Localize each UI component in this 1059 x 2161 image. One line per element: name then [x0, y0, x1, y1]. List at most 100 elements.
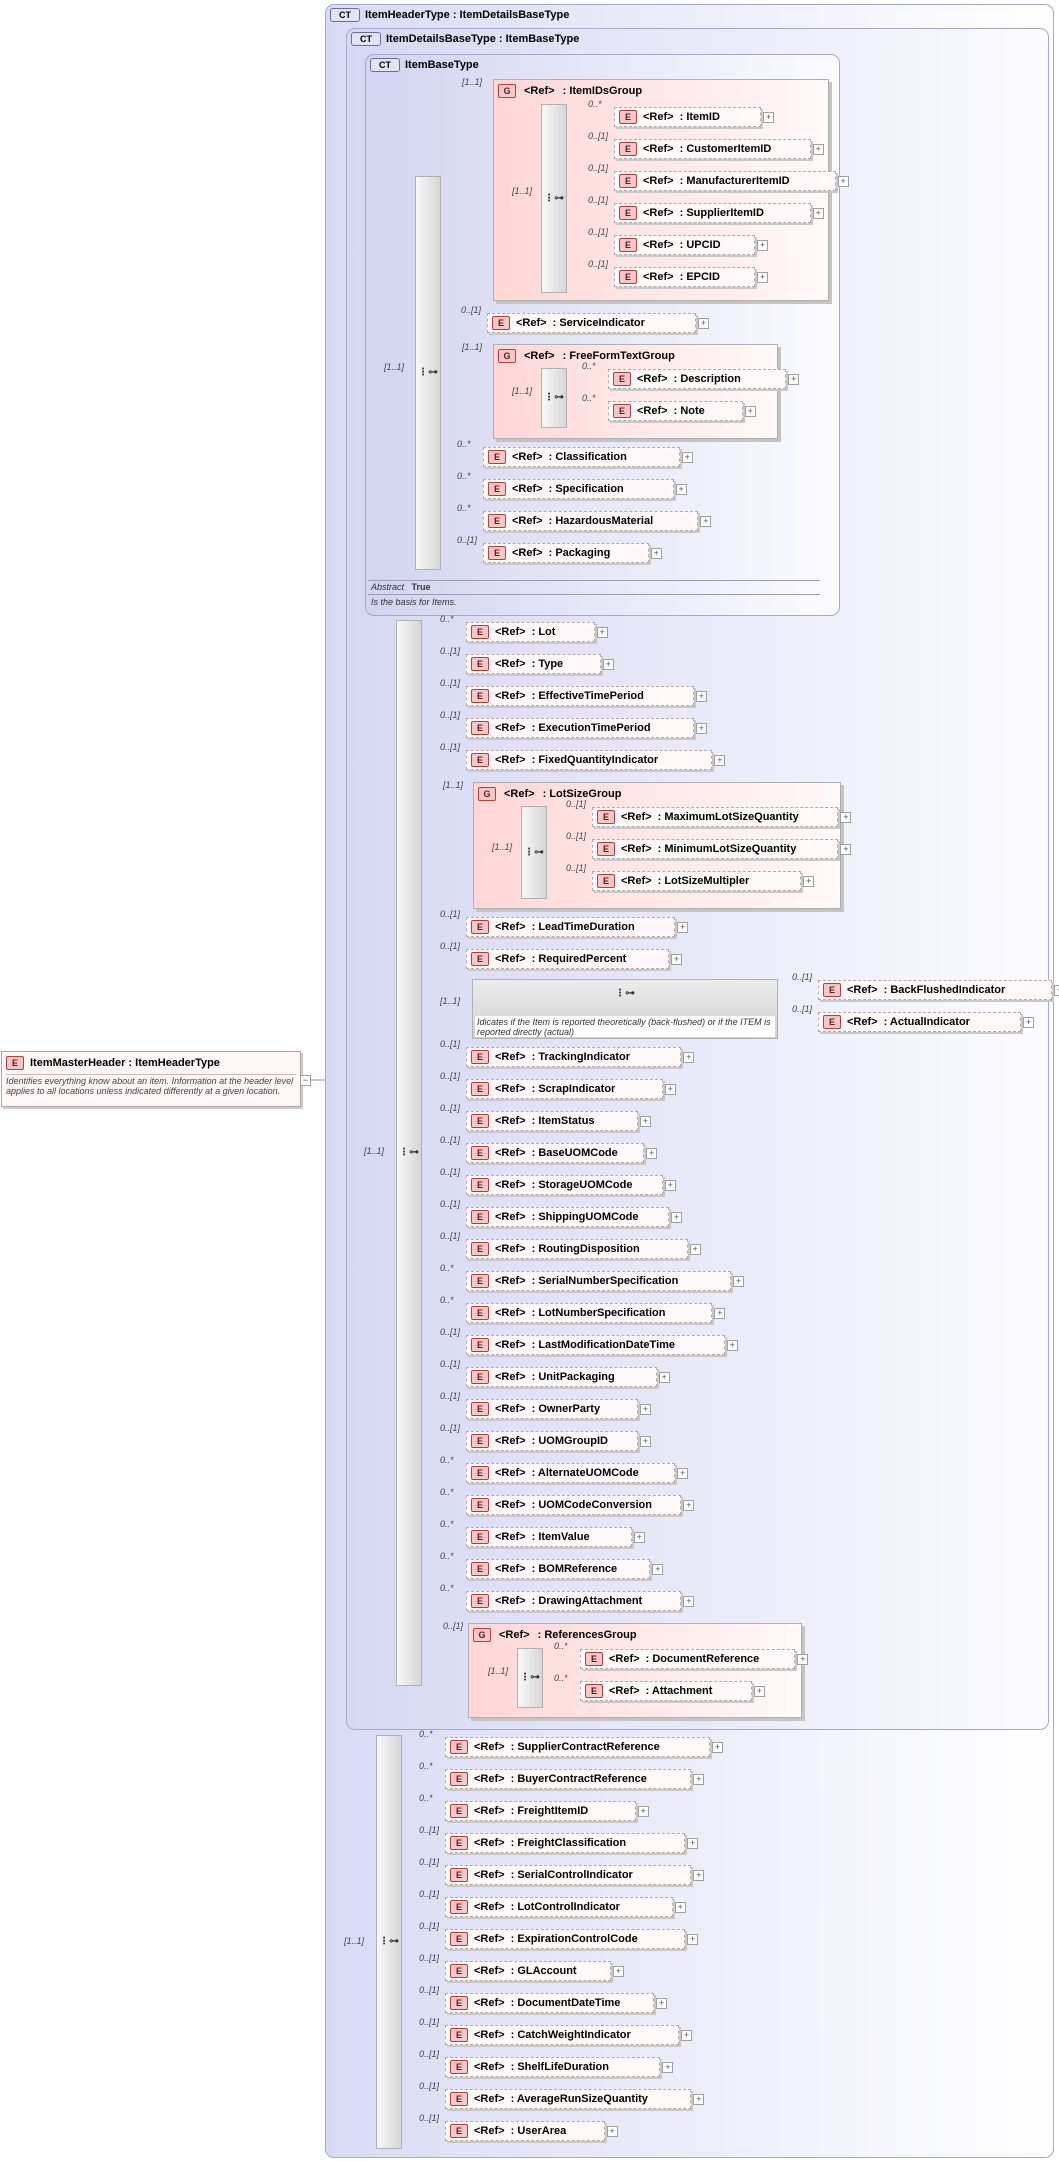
expand-toggle[interactable]: +: [681, 2030, 692, 2041]
expand-toggle[interactable]: +: [714, 755, 726, 766]
expand-toggle[interactable]: +: [812, 208, 824, 219]
element-shelf-life-duration[interactable]: E<Ref>: ShelfLifeDuration: [445, 2057, 661, 2077]
element-lot[interactable]: E<Ref>: Lot: [466, 622, 595, 642]
element-supplier-contract-reference[interactable]: E<Ref>: SupplierContractReference: [445, 1737, 710, 1757]
expand-toggle[interactable]: +: [700, 516, 712, 527]
element-shipping-uomcode[interactable]: E<Ref>: ShippingUOMCode: [466, 1207, 669, 1227]
expand-toggle[interactable]: +: [695, 723, 707, 734]
expand-toggle[interactable]: +: [662, 2062, 674, 2073]
element-lead-time-duration[interactable]: E<Ref>: LeadTimeDuration: [466, 917, 676, 937]
expand-toggle[interactable]: +: [683, 1052, 695, 1063]
element-lot-number-specification[interactable]: E<Ref>: LotNumberSpecification: [466, 1303, 713, 1323]
element-freight-classification[interactable]: E<Ref>: FreightClassification: [445, 1833, 686, 1853]
group-header[interactable]: G<Ref>: ItemIDsGroup: [498, 84, 642, 98]
expand-toggle[interactable]: +: [683, 1596, 695, 1607]
element-epcid[interactable]: E<Ref>: EPCID: [614, 267, 755, 287]
expand-toggle[interactable]: +: [1023, 1017, 1034, 1028]
group-header[interactable]: G<Ref>: FreeFormTextGroup: [498, 349, 675, 363]
expand-toggle[interactable]: +: [812, 144, 824, 155]
expand-toggle[interactable]: −: [300, 1075, 311, 1086]
expand-toggle[interactable]: +: [640, 1404, 651, 1415]
expand-toggle[interactable]: +: [671, 1212, 682, 1223]
element-lot-control-indicator[interactable]: E<Ref>: LotControlIndicator: [445, 1897, 673, 1917]
group-header[interactable]: G<Ref>: LotSizeGroup: [478, 787, 621, 801]
sequence-free-form-text[interactable]: ⋮⊶: [541, 368, 567, 428]
expand-toggle[interactable]: +: [674, 1902, 686, 1913]
expand-toggle[interactable]: +: [689, 1244, 701, 1255]
sequence-references[interactable]: ⋮⊶: [517, 1648, 543, 1708]
element-glaccount[interactable]: E<Ref>: GLAccount: [445, 1961, 611, 1981]
expand-toggle[interactable]: +: [675, 484, 687, 495]
element-item-id[interactable]: E<Ref>: ItemID: [614, 107, 762, 127]
element-catch-weight-indicator[interactable]: E<Ref>: CatchWeightIndicator: [445, 2025, 679, 2045]
sequence-lot-size[interactable]: ⋮⊶: [521, 806, 547, 899]
element-average-run-size-quantity[interactable]: E<Ref>: AverageRunSizeQuantity: [445, 2089, 692, 2109]
element-effective-time-period[interactable]: E<Ref>: EffectiveTimePeriod: [466, 686, 694, 706]
element-drawing-attachment[interactable]: E<Ref>: DrawingAttachment: [466, 1591, 682, 1611]
expand-toggle[interactable]: +: [733, 1276, 744, 1287]
expand-toggle[interactable]: +: [650, 548, 662, 559]
element-freight-item-id[interactable]: E<Ref>: FreightItemID: [445, 1801, 636, 1821]
expand-toggle[interactable]: +: [596, 627, 608, 638]
element-scrap-indicator[interactable]: E<Ref>: ScrapIndicator: [466, 1079, 663, 1099]
expand-toggle[interactable]: +: [726, 1340, 738, 1351]
expand-toggle[interactable]: +: [658, 1372, 670, 1383]
expand-toggle[interactable]: +: [677, 1468, 689, 1479]
expand-toggle[interactable]: +: [693, 2094, 705, 2105]
element-alternate-uomcode[interactable]: E<Ref>: AlternateUOMCode: [466, 1463, 676, 1483]
element-uomcode-conversion[interactable]: E<Ref>: UOMCodeConversion: [466, 1495, 682, 1515]
expand-toggle[interactable]: +: [837, 176, 849, 187]
element-document-reference[interactable]: E<Ref>: DocumentReference: [580, 1649, 796, 1669]
element-classification[interactable]: E<Ref>: Classification: [483, 447, 680, 467]
expand-toggle[interactable]: +: [687, 1934, 699, 1945]
element-required-percent[interactable]: E<Ref>: RequiredPercent: [466, 949, 669, 969]
element-base-uomcode[interactable]: E<Ref>: BaseUOMCode: [466, 1143, 645, 1163]
element-minimum-lot-size-quantity[interactable]: E<Ref>: MinimumLotSizeQuantity: [592, 839, 839, 859]
expand-toggle[interactable]: +: [681, 452, 693, 463]
expand-toggle[interactable]: +: [612, 1966, 624, 1977]
expand-toggle[interactable]: +: [656, 1998, 668, 2009]
expand-toggle[interactable]: +: [840, 812, 852, 823]
expand-toggle[interactable]: +: [664, 1084, 676, 1095]
element-specification[interactable]: E<Ref>: Specification: [483, 479, 674, 499]
expand-toggle[interactable]: +: [640, 1436, 651, 1447]
element-execution-time-period[interactable]: E<Ref>: ExecutionTimePeriod: [466, 718, 694, 738]
element-item-status[interactable]: E<Ref>: ItemStatus: [466, 1111, 638, 1131]
element-serial-control-indicator[interactable]: E<Ref>: SerialControlIndicator: [445, 1865, 692, 1885]
element-bomreference[interactable]: E<Ref>: BOMReference: [466, 1559, 651, 1579]
element-buyer-contract-reference[interactable]: E<Ref>: BuyerContractReference: [445, 1769, 692, 1789]
element-customer-item-id[interactable]: E<Ref>: CustomerItemID: [614, 139, 811, 159]
element-maximum-lot-size-quantity[interactable]: E<Ref>: MaximumLotSizeQuantity: [592, 807, 839, 827]
expand-toggle[interactable]: +: [757, 240, 768, 251]
element-document-date-time[interactable]: E<Ref>: DocumentDateTime: [445, 1993, 655, 2013]
element-back-flushed-indicator[interactable]: E<Ref>: BackFlushedIndicator: [818, 980, 1052, 1000]
element-service-indicator[interactable]: E<Ref>: ServiceIndicator: [487, 313, 697, 333]
element-attachment[interactable]: E<Ref>: Attachment: [580, 1681, 752, 1701]
element-description[interactable]: E<Ref>: Description: [608, 369, 787, 389]
expand-toggle[interactable]: +: [698, 318, 710, 329]
expand-toggle[interactable]: +: [754, 1686, 765, 1697]
expand-toggle[interactable]: +: [671, 954, 682, 965]
element-type[interactable]: E<Ref>: Type: [466, 654, 601, 674]
expand-toggle[interactable]: +: [637, 1806, 649, 1817]
expand-toggle[interactable]: +: [763, 112, 775, 123]
expand-toggle[interactable]: +: [683, 1500, 695, 1511]
root-element[interactable]: E ItemMasterHeader : ItemHeaderType Iden…: [1, 1051, 301, 1107]
sequence-item-header[interactable]: ⋮⊶: [376, 1735, 402, 2149]
expand-toggle[interactable]: +: [788, 374, 800, 385]
element-uomgroup-id[interactable]: E<Ref>: UOMGroupID: [466, 1431, 638, 1451]
element-unit-packaging[interactable]: E<Ref>: UnitPackaging: [466, 1367, 657, 1387]
element-fixed-quantity-indicator[interactable]: E<Ref>: FixedQuantityIndicator: [466, 750, 713, 770]
element-hazardous-material[interactable]: E<Ref>: HazardousMaterial: [483, 511, 699, 531]
expand-toggle[interactable]: +: [693, 1870, 705, 1881]
expand-toggle[interactable]: +: [677, 922, 689, 933]
element-serial-number-specification[interactable]: E<Ref>: SerialNumberSpecification: [466, 1271, 731, 1291]
expand-toggle[interactable]: +: [687, 1838, 699, 1849]
expand-toggle[interactable]: +: [693, 1774, 705, 1785]
element-lot-size-multipler[interactable]: E<Ref>: LotSizeMultipler: [592, 871, 802, 891]
element-user-area[interactable]: E<Ref>: UserArea: [445, 2121, 605, 2141]
expand-toggle[interactable]: +: [633, 1532, 645, 1543]
expand-toggle[interactable]: +: [712, 1742, 723, 1753]
expand-toggle[interactable]: +: [602, 659, 614, 670]
choice-compositor[interactable]: ⋮⊶Idicates if the Item is reported theor…: [472, 979, 778, 1039]
